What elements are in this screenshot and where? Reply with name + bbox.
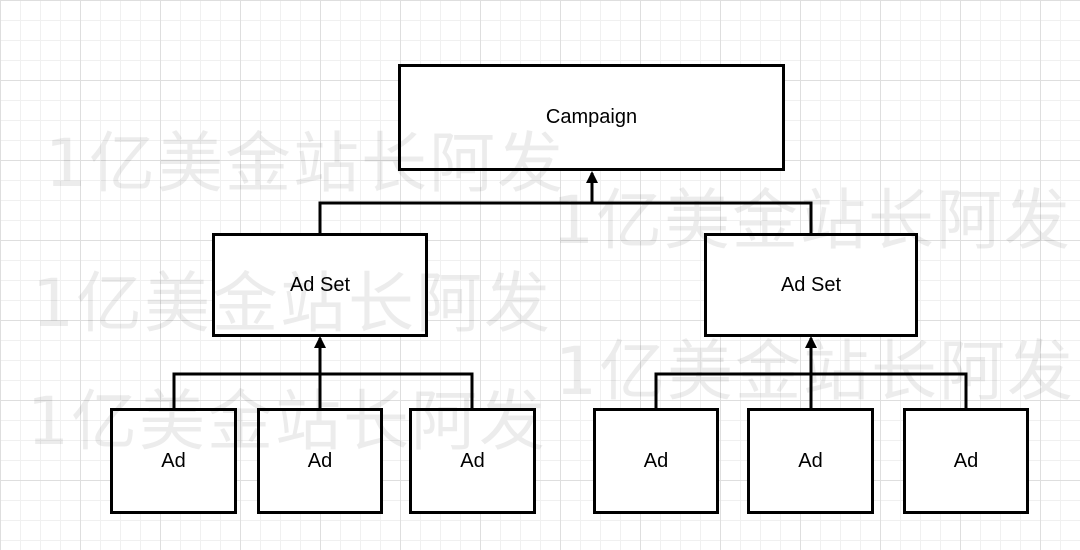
connector-left-ads-to-adset xyxy=(172,372,474,408)
ad-node: Ad xyxy=(110,408,237,514)
connector-adsets-to-campaign xyxy=(318,201,813,233)
ad-label: Ad xyxy=(953,449,979,472)
ad-node: Ad xyxy=(593,408,719,514)
ad-label: Ad xyxy=(643,449,669,472)
ad-node: Ad xyxy=(903,408,1029,514)
ad-label: Ad xyxy=(161,449,186,472)
campaign-label: Campaign xyxy=(545,106,638,128)
ad-node: Ad xyxy=(409,408,536,514)
ad-node: Ad xyxy=(257,408,383,514)
campaign-node: Campaign xyxy=(398,64,785,171)
adset-label: Ad Set xyxy=(289,273,351,296)
ad-label: Ad xyxy=(798,449,823,472)
adset-label: Ad Set xyxy=(780,273,842,296)
ad-node: Ad xyxy=(747,408,874,514)
ad-label: Ad xyxy=(460,449,485,472)
adset-node-left: Ad Set xyxy=(212,233,428,337)
adset-node-right: Ad Set xyxy=(704,233,918,337)
ad-label: Ad xyxy=(307,449,333,472)
